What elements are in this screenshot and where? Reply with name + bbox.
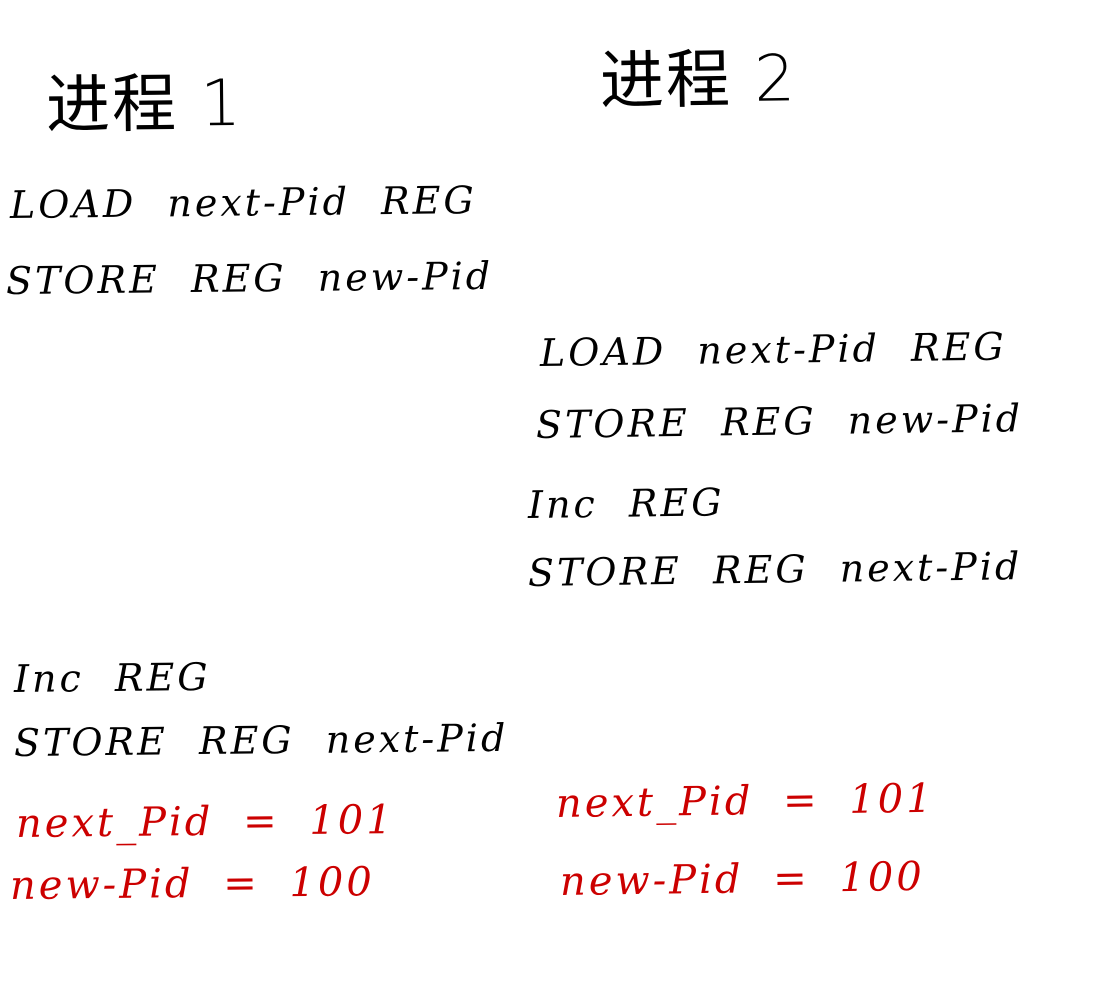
process2-load-instruction: LOAD next-Pid REG	[539, 324, 1007, 375]
process1-new-pid-result: new-Pid = 100	[9, 859, 376, 909]
process1-inc-instruction: Inc REG	[13, 654, 211, 701]
process2-store-new-pid-instruction: STORE REG new-Pid	[535, 396, 1024, 447]
process1-store-next-pid-instruction: STORE REG next-Pid	[13, 715, 509, 765]
process2-inc-instruction: Inc REG	[527, 480, 725, 527]
process2-new-pid-result: new-Pid = 100	[559, 853, 926, 905]
process1-load-instruction: LOAD next-Pid REG	[9, 178, 477, 227]
process2-store-next-pid-instruction: STORE REG next-Pid	[527, 544, 1023, 595]
process2-next-pid-result: next_Pid = 101	[555, 775, 935, 827]
process1-store-new-pid-instruction: STORE REG new-Pid	[5, 253, 494, 303]
process1-title: 进程 1	[45, 66, 244, 143]
process2-title: 进程 2	[599, 42, 798, 119]
process1-next-pid-result: next_Pid = 101	[15, 797, 395, 847]
